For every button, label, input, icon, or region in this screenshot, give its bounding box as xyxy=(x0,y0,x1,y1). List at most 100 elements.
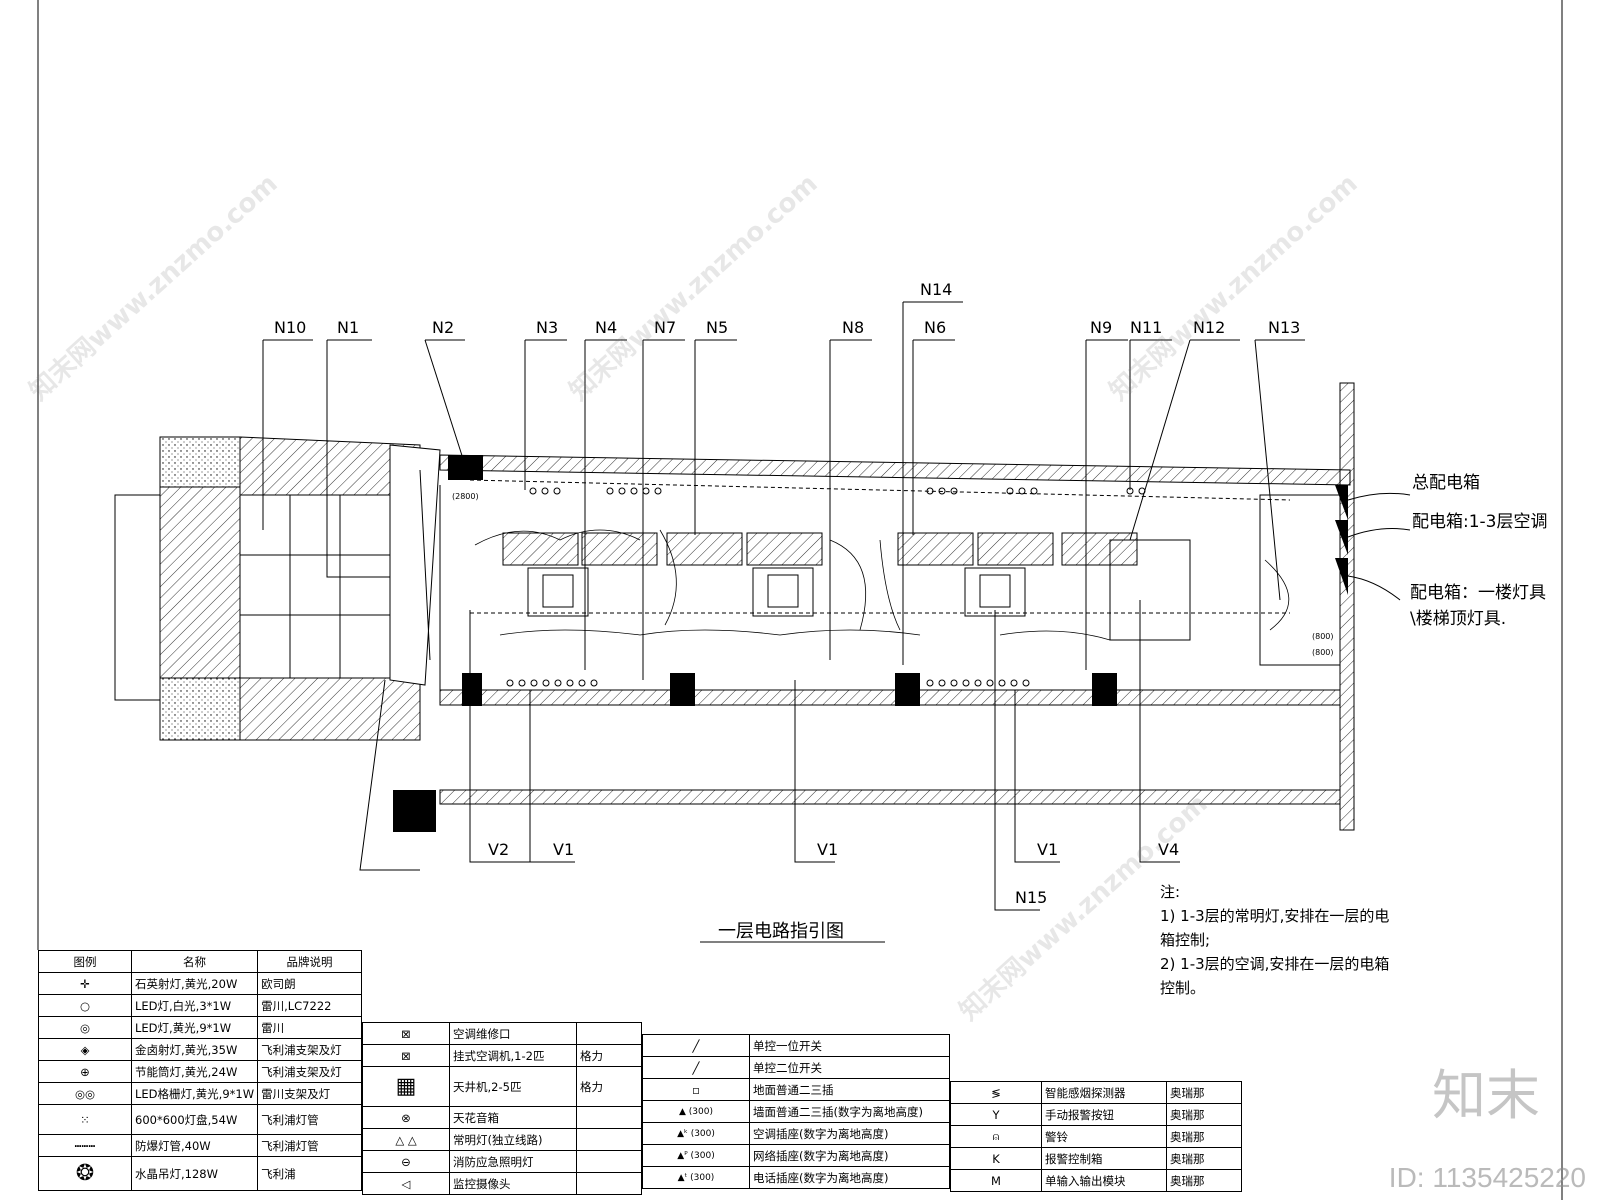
circuit-label-n2: N2 xyxy=(432,318,455,337)
legend-header-name: 名称 xyxy=(130,950,259,973)
circuit-label-n9: N9 xyxy=(1090,318,1113,337)
legend-name: 电话插座(数字为离地高度) xyxy=(749,1166,950,1189)
circuit-label-v2: V2 xyxy=(488,840,510,859)
legend-row: ▲ᵏ (300) 空调插座(数字为离地高度) xyxy=(642,1122,950,1145)
legend-row: ≶ 智能感烟探测器 奥瑞那 xyxy=(950,1081,1242,1104)
legend-name: LED灯,黄光,9*1W xyxy=(130,1016,259,1039)
legend-name: 墙面普通二三插(数字为离地高度) xyxy=(749,1100,950,1123)
ceiling-speaker-icon: ⊗ xyxy=(362,1106,450,1129)
circuit-label-v1-c: V1 xyxy=(1037,840,1059,859)
legend-name: 空调维修口 xyxy=(449,1022,577,1045)
alarm-control-box-icon: K xyxy=(950,1147,1042,1170)
legend-name: LED格栅灯,黄光,9*1W xyxy=(130,1082,259,1105)
leader-lines-side xyxy=(1347,492,1411,601)
legend-brand xyxy=(576,1022,642,1045)
legend-brand: 飞利浦 xyxy=(257,1156,362,1191)
legend-name: 节能筒灯,黄光,24W xyxy=(130,1060,259,1083)
circuit-label-n7: N7 xyxy=(654,318,677,337)
manual-alarm-button-icon: Y xyxy=(950,1103,1042,1126)
circuit-label-n14: N14 xyxy=(920,280,953,299)
cassette-ac-units xyxy=(527,567,1026,617)
distribution-panels xyxy=(1335,485,1348,595)
legend-name: 挂式空调机,1-2匹 xyxy=(449,1044,577,1067)
legend-name: 空调插座(数字为离地高度) xyxy=(749,1122,950,1145)
legend-row: M 单输入输出模块 奥瑞那 xyxy=(950,1169,1242,1192)
crystal-chandelier-icon: ❂ xyxy=(38,1156,132,1191)
legend-name: 手动报警按钮 xyxy=(1041,1103,1167,1126)
legend-row: ◈ 金卤射灯,黄光,35W 飞利浦支架及灯 xyxy=(38,1038,362,1061)
legend-name: 报警控制箱 xyxy=(1041,1147,1167,1170)
single-switch-icon: ╱ xyxy=(642,1034,750,1057)
legend-name: 智能感烟探测器 xyxy=(1041,1081,1167,1104)
legend-name: 防爆灯管,40W xyxy=(130,1134,259,1157)
legend-row: ⊠ 空调维修口 xyxy=(362,1022,642,1045)
ac-access-hatch-icon: ⊠ xyxy=(362,1022,450,1045)
circuit-label-n8: N8 xyxy=(842,318,865,337)
legend-table-lighting: 图例 名称 品牌说明 ✛ 石英射灯,黄光,20W 欧司朗 ○ LED灯,白光,3… xyxy=(38,950,362,1191)
legend-header-brand: 品牌说明 xyxy=(257,950,362,973)
legend-brand: 欧司朗 xyxy=(257,972,362,995)
led-grille-icon: ◎◎ xyxy=(38,1082,132,1105)
legend-row: ⊕ 节能筒灯,黄光,24W 飞利浦支架及灯 xyxy=(38,1060,362,1083)
legend-name: LED灯,白光,3*1W xyxy=(130,994,259,1017)
label-underlines xyxy=(263,301,1305,943)
legend-brand: 格力 xyxy=(576,1044,642,1067)
legend-brand xyxy=(576,1172,642,1195)
drawing-title: 一层电路指引图 xyxy=(718,921,844,942)
legend-brand: 奥瑞那 xyxy=(1166,1169,1242,1192)
circuit-label-n15: N15 xyxy=(1015,888,1048,907)
legend-brand: 雷川 xyxy=(257,1016,362,1039)
legend-name: 消防应急照明灯 xyxy=(449,1150,577,1173)
legend-name: 单输入输出模块 xyxy=(1041,1169,1167,1192)
legend-brand: 奥瑞那 xyxy=(1166,1103,1242,1126)
led-white-icon: ○ xyxy=(38,994,132,1017)
legend-row: ❂ 水晶吊灯,128W 飞利浦 xyxy=(38,1156,362,1191)
legend-name: 天花音箱 xyxy=(449,1106,577,1129)
legend-brand: 雷川,LC7222 xyxy=(257,994,362,1017)
legend-name: 警铃 xyxy=(1041,1125,1167,1148)
legend-row: ▦ 天井机,2-5匹 格力 xyxy=(362,1066,642,1107)
legend-brand: 奥瑞那 xyxy=(1166,1081,1242,1104)
legend-row: ⍝ 警铃 奥瑞那 xyxy=(950,1125,1242,1148)
legend-brand: 飞利浦支架及灯 xyxy=(257,1038,362,1061)
legend-row: ✛ 石英射灯,黄光,20W 欧司朗 xyxy=(38,972,362,995)
explosion-proof-tube-icon: ┅┅┅ xyxy=(38,1134,132,1157)
legend-name: 单控二位开关 xyxy=(749,1056,950,1079)
smoke-detector-icon: ≶ xyxy=(950,1081,1042,1104)
circuit-label-n6: N6 xyxy=(924,318,947,337)
legend-row: ⊗ 天花音箱 xyxy=(362,1106,642,1129)
legend-row: ◎ LED灯,黄光,9*1W 雷川 xyxy=(38,1016,362,1039)
legend-row: ╱ 单控一位开关 xyxy=(642,1034,950,1057)
legend-brand: 飞利浦灯管 xyxy=(257,1134,362,1157)
notes-title: 注: xyxy=(1160,883,1181,901)
ceiling-cassette-ac-icon: ▦ xyxy=(362,1066,450,1107)
legend-row: ▫ 地面普通二三插 xyxy=(642,1078,950,1101)
brand-logo: 知末 xyxy=(1432,1064,1540,1127)
legend-table-fire-alarm: ≶ 智能感烟探测器 奥瑞那 Y 手动报警按钮 奥瑞那 ⍝ 警铃 奥瑞那 K 报警… xyxy=(950,1081,1242,1192)
legend-row: ▲ᴾ (300) 网络插座(数字为离地高度) xyxy=(642,1144,950,1167)
circuit-label-v1-a: V1 xyxy=(553,840,575,859)
note-2: 2) 1-3层的空调,安排在一层的电箱控制。 xyxy=(1160,955,1390,997)
note-1: 1) 1-3层的常明灯,安排在一层的电箱控制; xyxy=(1160,907,1390,949)
columns xyxy=(393,455,1117,832)
side-label-lighting-panel: 配电箱：一楼灯具\楼梯顶灯具. xyxy=(1410,583,1546,629)
legend-row: △ △ 常明灯(独立线路) xyxy=(362,1128,642,1151)
legend-name: 常明灯(独立线路) xyxy=(449,1128,577,1151)
legend-name: 监控摄像头 xyxy=(449,1172,577,1195)
drawing-id: ID: 1135425220 xyxy=(1388,1162,1586,1193)
legend-row: ⊠ 挂式空调机,1-2匹 格力 xyxy=(362,1044,642,1067)
display-counters xyxy=(502,532,1138,566)
entrance-block xyxy=(114,436,441,741)
alarm-bell-icon: ⍝ xyxy=(950,1125,1042,1148)
circuit-label-n3: N3 xyxy=(536,318,559,337)
legend-brand: 飞利浦灯管 xyxy=(257,1104,362,1135)
legend-brand: 飞利浦支架及灯 xyxy=(257,1060,362,1083)
io-module-icon: M xyxy=(950,1169,1042,1192)
panel-light-icon: ⁙ xyxy=(38,1104,132,1135)
emergency-light-icon: ⊖ xyxy=(362,1150,450,1173)
notes-block: 注: 1) 1-3层的常明灯,安排在一层的电箱控制; 2) 1-3层的空调,安排… xyxy=(1160,880,1400,1000)
side-label-ac-panel: 配电箱:1-3层空调 xyxy=(1412,512,1548,532)
dimension-800-b: (800) xyxy=(1312,648,1334,657)
legend-name: 石英射灯,黄光,20W xyxy=(130,972,259,995)
